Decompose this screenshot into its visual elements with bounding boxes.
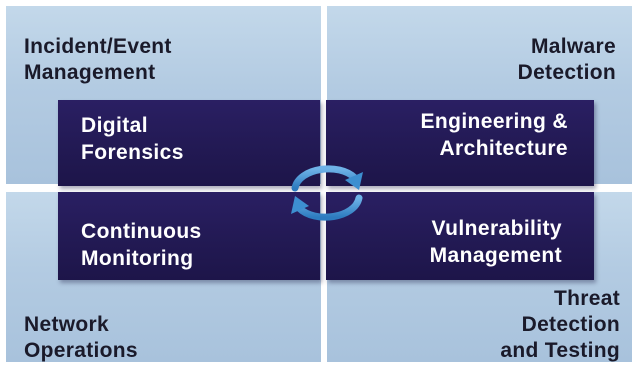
inner-quadrant-bottom-left (58, 192, 320, 280)
cycle-arrows-icon (291, 165, 363, 221)
label-network-operations: Network Operations (24, 313, 138, 362)
label-threat-detection-testing: Threat Detection and Testing (500, 287, 620, 362)
label-incident-event-management: Incident/Event Management (24, 35, 172, 84)
inner-quadrant-bottom-right (326, 192, 594, 280)
inner-quadrant-top-left (58, 100, 320, 186)
inner-quadrant-top-right (326, 100, 594, 186)
label-malware-detection: Malware Detection (517, 35, 616, 84)
label-engineering-architecture: Engineering & Architecture (420, 110, 568, 160)
label-vulnerability-management: Vulnerability Management (429, 217, 562, 267)
label-digital-forensics: Digital Forensics (81, 114, 184, 164)
label-continuous-monitoring: Continuous Monitoring (81, 220, 202, 270)
